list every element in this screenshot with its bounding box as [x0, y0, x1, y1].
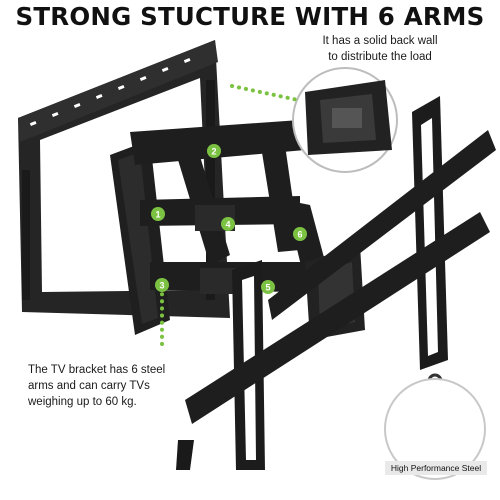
arm-assembly — [130, 120, 330, 294]
arm-marker-1-label: 1 — [155, 210, 160, 220]
arm-markers: 1 2 3 4 5 6 — [151, 144, 307, 294]
arm-marker-3-label: 3 — [159, 281, 164, 291]
arm-marker-6: 6 — [293, 227, 307, 241]
weight-capacity-lbs: 132lbs — [413, 406, 457, 422]
arm-marker-5: 5 — [261, 280, 275, 294]
arms-caption-line-1: The TV bracket has 6 steel — [28, 364, 166, 376]
arm-marker-6-label: 6 — [297, 230, 302, 240]
arm-marker-3: 3 — [155, 278, 169, 292]
arm-marker-4-label: 4 — [225, 220, 230, 230]
arms-caption-line-3: weighing up to 60 kg. — [28, 396, 137, 408]
back-wall-caption-line-1: It has a solid back wall — [322, 35, 438, 47]
weight-capacity-kg: (60kg) — [414, 424, 456, 440]
arms-caption-line-2: arms and can carry TVs — [28, 380, 150, 392]
arm-marker-2: 2 — [207, 144, 221, 158]
back-wall-caption: It has a solid back wall to distribute t… — [270, 33, 490, 65]
back-wall-inset — [292, 67, 398, 173]
headline: STRONG STUCTURE WITH 6 ARMS — [15, 2, 485, 31]
arm-marker-5-label: 5 — [265, 283, 270, 293]
arm-marker-1: 1 — [151, 207, 165, 221]
arm-marker-2-label: 2 — [211, 147, 216, 157]
arms-caption: The TV bracket has 6 steel arms and can … — [28, 362, 198, 410]
tv-bracket — [176, 96, 496, 470]
weight-capacity: 132lbs (60kg) — [389, 405, 481, 441]
back-wall-caption-line-2: to distribute the load — [328, 51, 432, 63]
arm-marker-4: 4 — [221, 217, 235, 231]
material-label: High Performance Steel — [385, 461, 487, 475]
callout-dotted-lines — [160, 84, 300, 352]
